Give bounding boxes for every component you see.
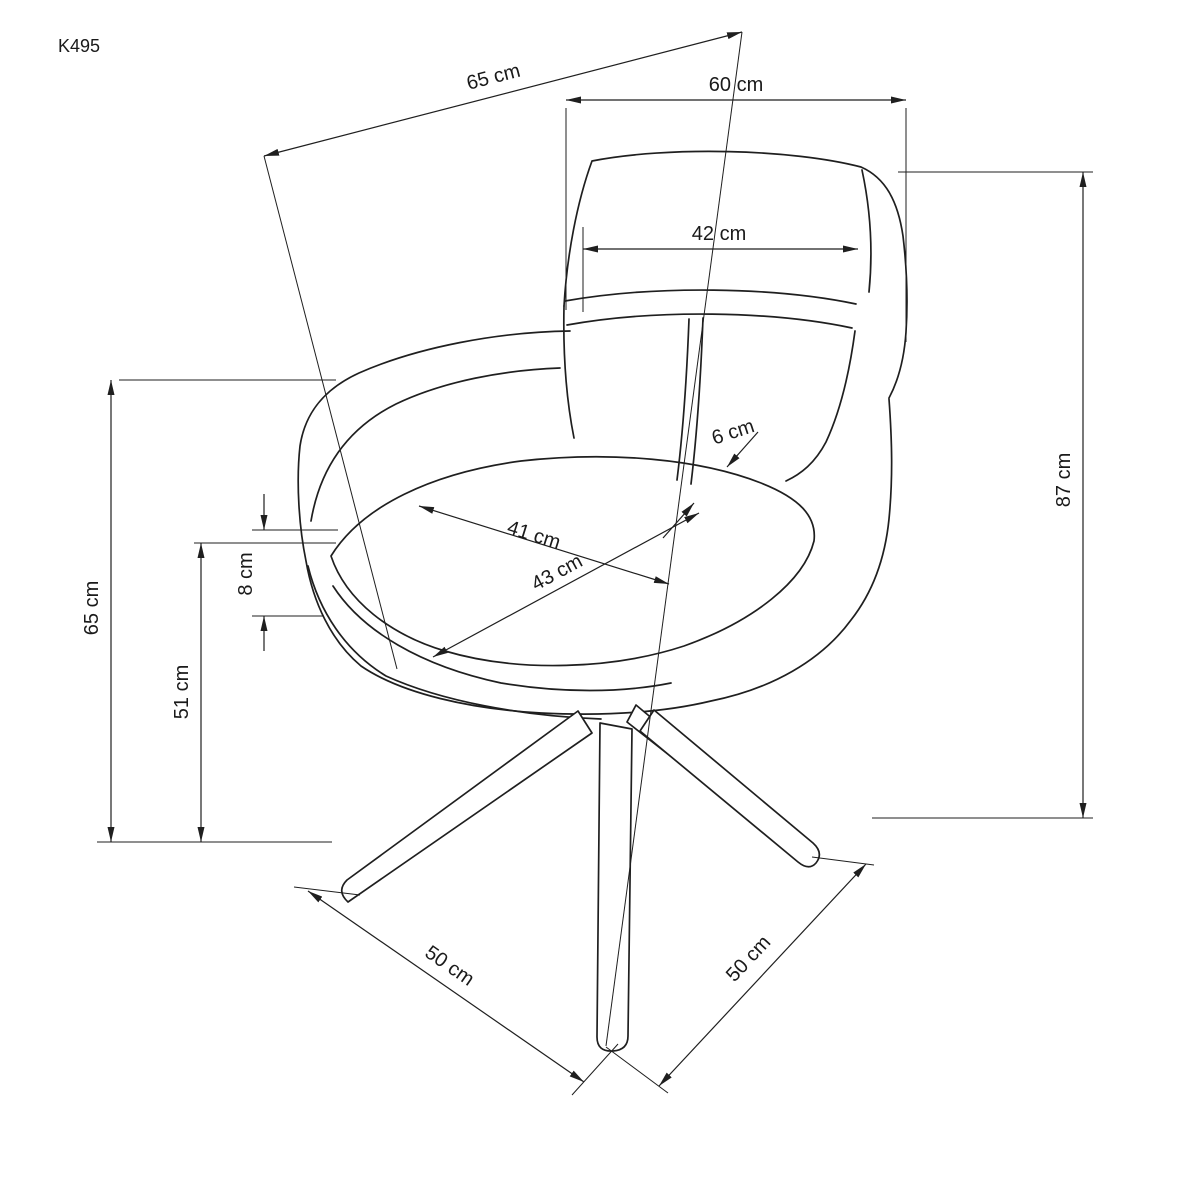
extension-line [605,31,743,1047]
extension-line [263,155,398,670]
leg-front-left [340,710,593,903]
backrest-left-edge [562,305,575,439]
dimension-label: 6 cm [709,415,757,449]
dimension-total-height: 87 cm [872,171,1093,819]
dimension-label: 65 cm [81,581,103,635]
extension-line [571,1043,619,1096]
dimension-leg-span-front-left: 50 cm [293,886,619,1096]
backrest-band-upper-seam [564,289,857,305]
dimension-leg-span-front-right: 50 cm [605,856,875,1094]
dimension-label: 50 cm [722,931,775,986]
extension-line [605,1046,669,1094]
leg-front [596,722,633,1052]
dimension-label: 60 cm [709,74,763,96]
dimension-armrest-height: 65 cm [81,379,336,843]
extension-line [811,856,875,866]
seat-cushion-thickness-line [332,585,672,692]
backrest-outline [563,150,908,399]
dimension-diagonal-depth: 65 cm [263,31,743,1047]
dimension-label: 65 cm [464,60,522,95]
dimension-seat-edge-thickness: 8 cm [235,494,338,651]
dimension-line [263,31,743,157]
dimension-label: 41 cm [505,517,564,554]
backrest-right-edge-to-seat [785,330,856,482]
dimension-backrest-inner-width: 42 cm [582,223,858,312]
dimension-backrest-top-width: 60 cm [565,74,907,342]
dimension-line [658,863,867,1087]
dimension-arrow [726,431,759,468]
backrest-band-lower-seam [566,313,853,329]
chair-drawing [297,150,908,1052]
dimension-seat-width: 43 cm [432,512,700,658]
dimension-label: 50 cm [421,942,478,991]
shell-lower-edge [307,565,602,720]
dimension-line [307,890,585,1083]
leg-right [639,709,821,868]
dimension-label: 8 cm [235,552,257,595]
dimension-label: 51 cm [171,665,193,719]
backrest-center-seam-left [676,318,690,481]
shell-outline [297,330,893,715]
backrest-right-seam [861,169,872,293]
dimension-line [432,512,700,658]
dimension-label: 42 cm [692,223,746,245]
backrest-center-seam-right [690,317,704,485]
dimension-label: 87 cm [1053,453,1075,507]
dimension-label: 43 cm [528,550,586,595]
dimension-seat-height: 51 cm [171,542,336,842]
model-code-label: K495 [58,36,100,56]
left-arm-inner-rim [310,367,561,522]
